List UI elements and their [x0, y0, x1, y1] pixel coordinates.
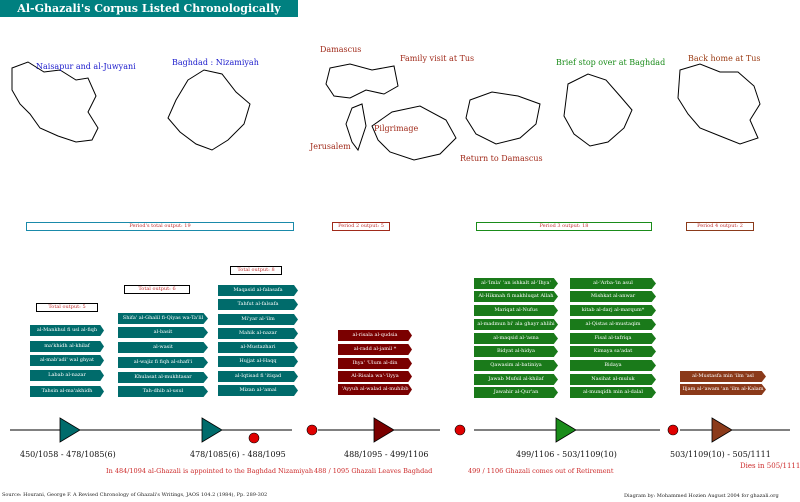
book-item: Al-Hikmah fi makhluqat Allah: [474, 291, 558, 302]
period-4-box: Period 4 output: 2: [686, 222, 754, 231]
book-item: Maqasid al-falasafa: [218, 285, 298, 296]
book-item: al-Iqtisad fi 'itiqad: [218, 371, 298, 382]
date-range-5: 503/1109(10) - 505/1111: [670, 450, 771, 459]
maps-layer: [11, 61, 761, 161]
page-title: Al-Ghazali's Corpus Listed Chronological…: [0, 0, 298, 17]
book-item: al-Qistas al-mustaqim: [570, 319, 656, 330]
total-box-3: Total output: 8: [230, 266, 282, 275]
period-2-box: Period 2 output: 5: [332, 222, 390, 231]
book-item: Hujjat al-Haqq: [218, 356, 298, 367]
place-jerusalem: Jerusalem: [310, 142, 351, 151]
book-item: al-'Imla' 'an ishkalt al-'Ihya': [474, 278, 558, 289]
event-dot: [454, 424, 466, 436]
book-item: al-maqsid al-'asna: [474, 333, 558, 344]
note-leaves-baghdad: 488 / 1095 Ghazali Leaves Baghdad: [314, 467, 433, 475]
map-arabia: [371, 105, 457, 161]
place-family-visit: Family visit at Tus: [400, 54, 475, 63]
map-levant-2: [465, 91, 541, 145]
date-range-3: 488/1095 - 499/1106: [344, 450, 429, 459]
book-item: Tah-dhib al-usul: [118, 386, 208, 397]
event-dot: [306, 424, 318, 436]
place-damascus: Damascus: [320, 45, 362, 54]
place-brief-stop: Brief stop over at Baghdad: [556, 58, 666, 67]
book-item: Khulasat al-mukhtasar: [118, 372, 208, 383]
place-naisapur: Naisapur and al-Juwyani: [36, 62, 136, 71]
book-item: Bidaya: [570, 360, 656, 371]
book-item: Kimaya sa'adat: [570, 346, 656, 357]
book-item: al-wasit: [118, 342, 208, 353]
timeline-arrow-brown: [711, 417, 733, 443]
date-range-2: 478/1085(6) - 488/1095: [190, 450, 286, 459]
book-item: Labab al-nazar: [30, 370, 104, 381]
book-item: al-wajiz fi fiqh al-shafi'i: [118, 357, 208, 368]
book-item: Mi'yar al-'ilm: [218, 314, 298, 325]
book-item: al-mab'adi' wal ghyat: [30, 355, 104, 366]
book-item: Tahfut al-falsafa: [218, 299, 298, 310]
book-item: al-basit: [118, 327, 208, 338]
timeline-arrow-teal-2: [201, 417, 223, 443]
map-iraq-1: [167, 69, 251, 151]
date-range-4: 499/1106 - 503/1109(10): [516, 450, 617, 459]
book-item: Mariqat al-Nufus: [474, 305, 558, 316]
book-item: Jawahir al-Qur'an: [474, 387, 558, 398]
timeline-arrow-red: [373, 417, 395, 443]
map-iraq-2: [563, 73, 633, 147]
book-item: al-Mustazhari: [218, 342, 298, 353]
timeline-arrow-green: [555, 417, 577, 443]
book-item: Bidyat al-hidya: [474, 346, 558, 357]
period-3-box: Period 3 output: 18: [476, 222, 652, 231]
book-item: al-Mustasfa min 'ilm 'asl: [680, 371, 766, 382]
book-item: Mishkat al-anwar: [570, 291, 656, 302]
book-item: Tahsin al-ma'akhidh: [30, 386, 104, 397]
book-item: Fisal al-tafriqa: [570, 333, 656, 344]
note-dies: Dies in 505/1111: [740, 462, 800, 470]
event-dot: [667, 424, 679, 436]
map-syria: [325, 63, 399, 99]
book-item: 'Ayyuh al-walad al-muhibb: [338, 384, 412, 395]
place-pilgrimage: Pilgrimage: [374, 124, 419, 133]
book-item: al-Mankhul fi usl al-fiqh: [30, 325, 104, 336]
note-retirement: 499 / 1106 Ghazali comes out of Retireme…: [468, 467, 614, 475]
book-item: Qawasim al-batiniya: [474, 360, 558, 371]
book-item: Ihya' 'Ulum al-din: [338, 358, 412, 369]
place-back-home: Back home at Tus: [688, 54, 761, 63]
date-range-1: 450/1058 - 478/1085(6): [20, 450, 116, 459]
book-item: Iljam al-'awam 'an 'ilm al-Kalam: [680, 384, 766, 395]
event-dot: [248, 432, 260, 444]
book-item: al-risala al-qudsia: [338, 330, 412, 341]
book-item: kitab al-darj al-marqum*: [570, 305, 656, 316]
place-return-damascus: Return to Damascus: [460, 154, 543, 163]
total-box-2: Total output: 6: [124, 285, 190, 294]
timeline-arrow-teal-1: [59, 417, 81, 443]
map-iran-2: [677, 63, 761, 145]
book-item: ma'khidh al-khilaf: [30, 341, 104, 352]
book-item: al-radd al-jamil *: [338, 344, 412, 355]
book-item: Mizan al-'amal: [218, 385, 298, 396]
total-box-1: Total output: 5: [36, 303, 98, 312]
footer-credit: Diagram by: Mohammed Hozien August 2004 …: [624, 493, 779, 499]
timeline-layer: [10, 417, 790, 444]
map-iran-1: [11, 61, 99, 143]
map-palestine: [345, 103, 367, 152]
book-item: Shifa' al-Ghalil fi-Qiyas wa-Ta'lil: [118, 313, 208, 324]
book-item: Jawab Mufsil al-khilaf: [474, 374, 558, 385]
book-item: al-munqidh min al-dalal: [570, 387, 656, 398]
footer-source: Source: Hourani, George F. A Revised Chr…: [2, 492, 268, 498]
place-baghdad: Baghdad : Nizamiyah: [172, 58, 259, 67]
book-item: al-madmun bi' ala ghayr ahlihi: [474, 319, 558, 330]
period-1-box: Period's total output: 19: [26, 222, 294, 231]
book-item: al-'Arba-'in asul: [570, 278, 656, 289]
note-nizamiyah: In 484/1094 al-Ghazali is appointed to t…: [106, 467, 314, 475]
book-item: Al-Risala wa'-'ilyya: [338, 371, 412, 382]
book-item: Mahik al-nazar: [218, 328, 298, 339]
book-item: Nasihat al-muluk: [570, 374, 656, 385]
